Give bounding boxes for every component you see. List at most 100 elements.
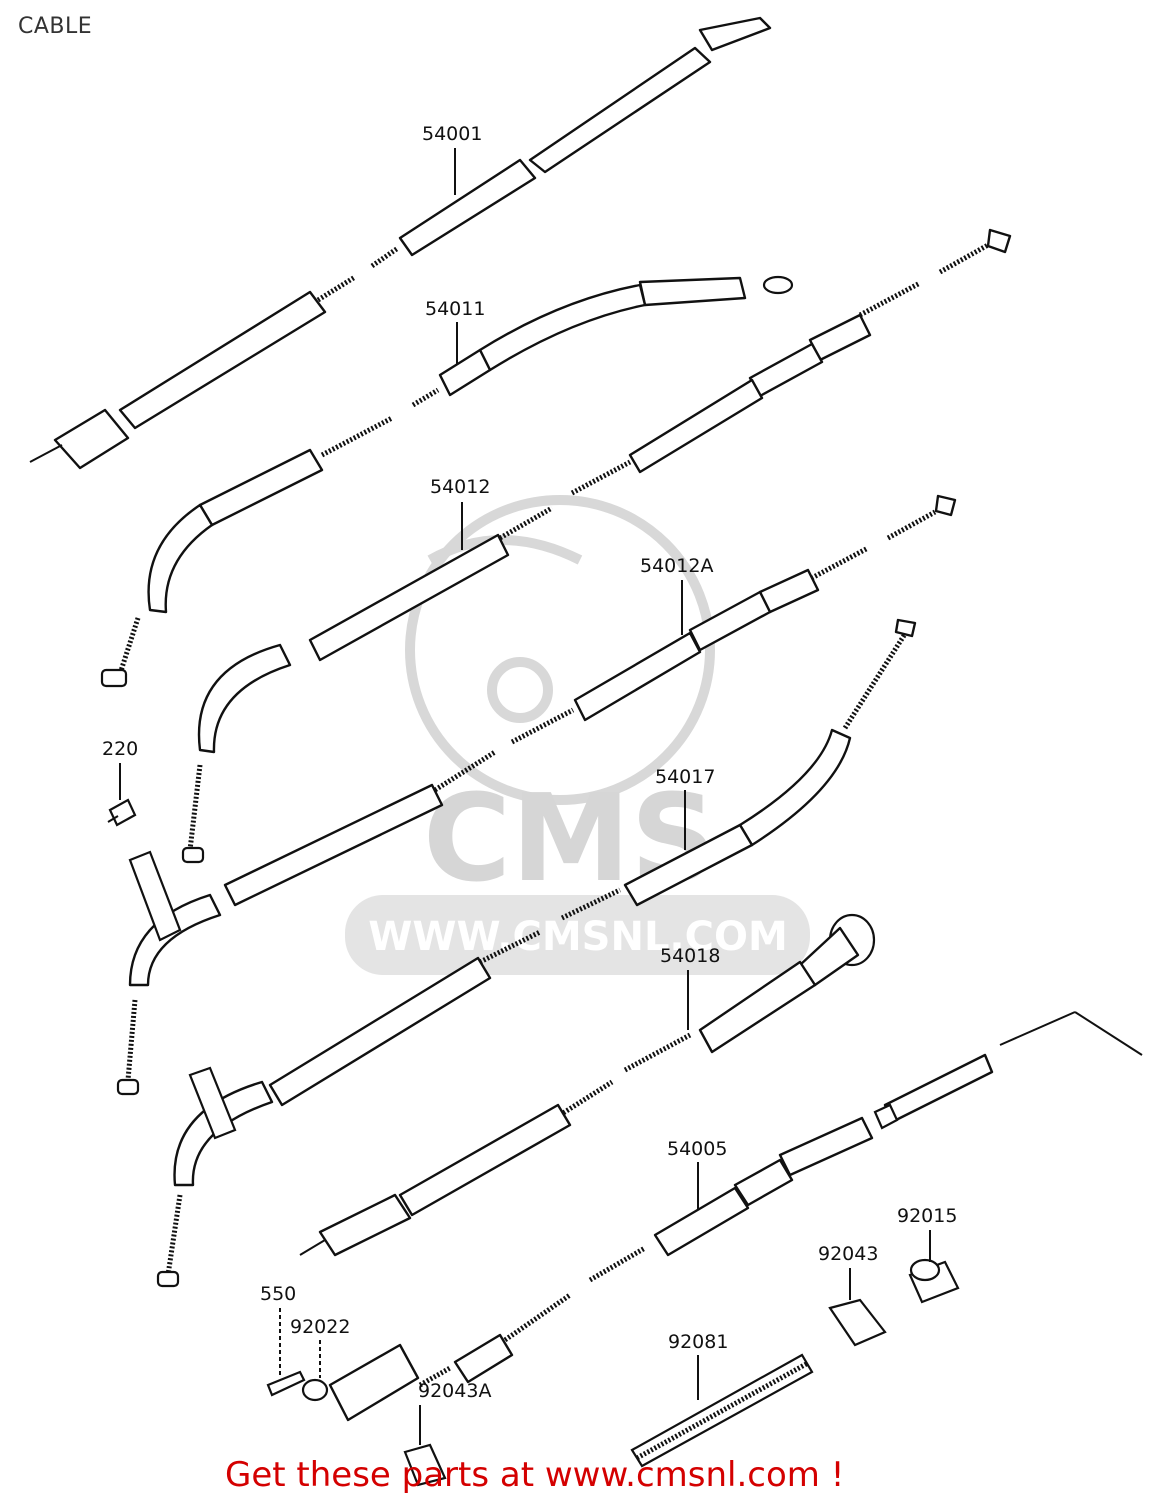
watermark-mascot-outline [405,495,715,805]
promo-footer[interactable]: Get these parts at www.cmsnl.com ! [225,1455,845,1495]
label-220: 220 [102,738,138,760]
watermark-brand: CMS [423,770,717,909]
cable-54011 [100,275,794,688]
cable-54012A-bracket [128,850,182,942]
cable-54012A-wire-top [886,509,937,541]
cable-54012A-housing-lower [223,783,444,907]
part-92081-spring-outline [630,1353,814,1468]
label-54001: 54001 [422,123,482,145]
part-92043-pin-body [828,1298,887,1347]
cable-54018-bottom-fitting [318,1193,412,1257]
label-550: 550 [260,1283,296,1305]
cable-54012A-nipple [934,494,957,517]
cable-54001-top-fitting [698,16,772,52]
label-54012: 54012 [430,476,490,498]
part-220-bolt-head [108,798,137,827]
cable-54012A [116,494,957,1096]
cable-54012-housing-lower [308,533,510,662]
cable-54005-reference-line [999,1011,1076,1046]
cable-54017-wire-top [842,632,908,730]
cable-54001-bottom-fitting [53,408,130,470]
cable-54018 [299,913,876,1257]
label-92043: 92043 [818,1243,878,1265]
cable-54001-housing-upper [528,46,712,174]
cable-54012-wire-upper [858,280,922,318]
cable-54001 [29,16,772,470]
label-92043A: 92043A [418,1380,491,1402]
label-54017: 54017 [655,766,715,788]
cable-54012-end-nipple [181,846,205,864]
cable-54017-wire-mid [560,887,622,921]
part-92022-washer [301,1378,329,1402]
cable-54018-housing-upper [698,960,817,1054]
cable-54011-housing-lower [198,448,324,527]
cable-54005-wire-mid [588,1245,647,1283]
watermark-url-band [345,895,810,975]
cable-54012-housing-upper [628,378,764,474]
page-title: CABLE [18,14,93,39]
cable-54005-joint [873,1103,899,1130]
cable-54011-bend [147,503,214,614]
cable-54001-inner-wire-2 [316,274,357,303]
cable-54012A-adjuster-upper [758,568,820,614]
cable-54011-inner-wire-2 [320,415,394,458]
leader-lines [119,148,931,1445]
part-92081-spring-coils [635,1360,810,1461]
cable-54012A-wire-mid [510,707,575,745]
cable-54001-bottom-tip [29,444,63,463]
part-220-bolt [107,798,137,827]
part-92015-nut [908,1258,960,1304]
cable-54012-adjuster [748,342,824,398]
cable-54012 [181,228,1012,864]
cable-54018-wire-mid [623,1032,692,1073]
cable-54011-housing-upper [478,283,647,372]
cable-54005-wire-mid2 [503,1292,572,1343]
cable-54012A-end-nipple [116,1078,140,1096]
cable-54011-housing-mid [438,348,492,397]
cable-54012A-housing-upper [573,631,702,722]
cable-54017-end-nipple [156,1270,180,1288]
cable-54005-top-housing [883,1053,994,1124]
cable-54012A-end-wire [125,999,138,1081]
part-550-cotter-pin [266,1370,306,1397]
cable-54005-boot [778,1116,874,1177]
part-220-bolt-shank [107,815,119,823]
cable-54012-end-wire [187,764,203,851]
cable-54001-housing-mid [398,158,537,257]
label-92081: 92081 [668,1331,728,1353]
cable-54005 [328,1011,1143,1422]
watermark-url: WWW.CMSNL.COM [368,914,788,960]
watermark-mascot-brow [427,535,583,565]
cable-54005-adjuster [733,1158,794,1207]
cable-54018-housing-lower [398,1103,572,1217]
label-92015: 92015 [897,1205,957,1227]
cable-54012-nipple [986,228,1012,254]
cable-54005-lower-fitting [453,1333,514,1384]
watermark-mascot-eye [487,657,553,723]
cable-54017-bracket [188,1066,237,1140]
cable-54018-bottom-tip [299,1239,326,1256]
label-54005: 54005 [667,1138,727,1160]
cable-54017-nipple [894,618,917,638]
cable-54005-end-block [328,1343,420,1422]
watermark: CMS WWW.CMSNL.COM [345,495,810,975]
cable-54012A-bend [128,893,222,987]
cable-54011-end-wire [115,617,141,681]
cable-54012-bend [197,643,292,754]
cable-54011-inner-wire [411,387,440,408]
cable-54017-housing-lower [268,956,492,1107]
cable-54005-reference-line-2 [1074,1011,1143,1056]
part-92043-pin [828,1298,887,1347]
label-54018: 54018 [660,945,720,967]
cable-54001-housing-lower [118,290,327,430]
cable-54001-inner-wire [370,245,400,269]
part-92043A-pin-body [403,1443,447,1487]
cable-54017-housing-upper [623,823,754,907]
cable-54005-housing-mid [653,1186,750,1257]
cable-54017-end-wire [165,1194,183,1276]
cable-54012-adjuster-upper [808,313,872,362]
cable-54017-bend-upper [738,728,852,847]
part-92022-washer-ring [301,1378,329,1402]
cable-54012-wire-mid [570,459,632,496]
